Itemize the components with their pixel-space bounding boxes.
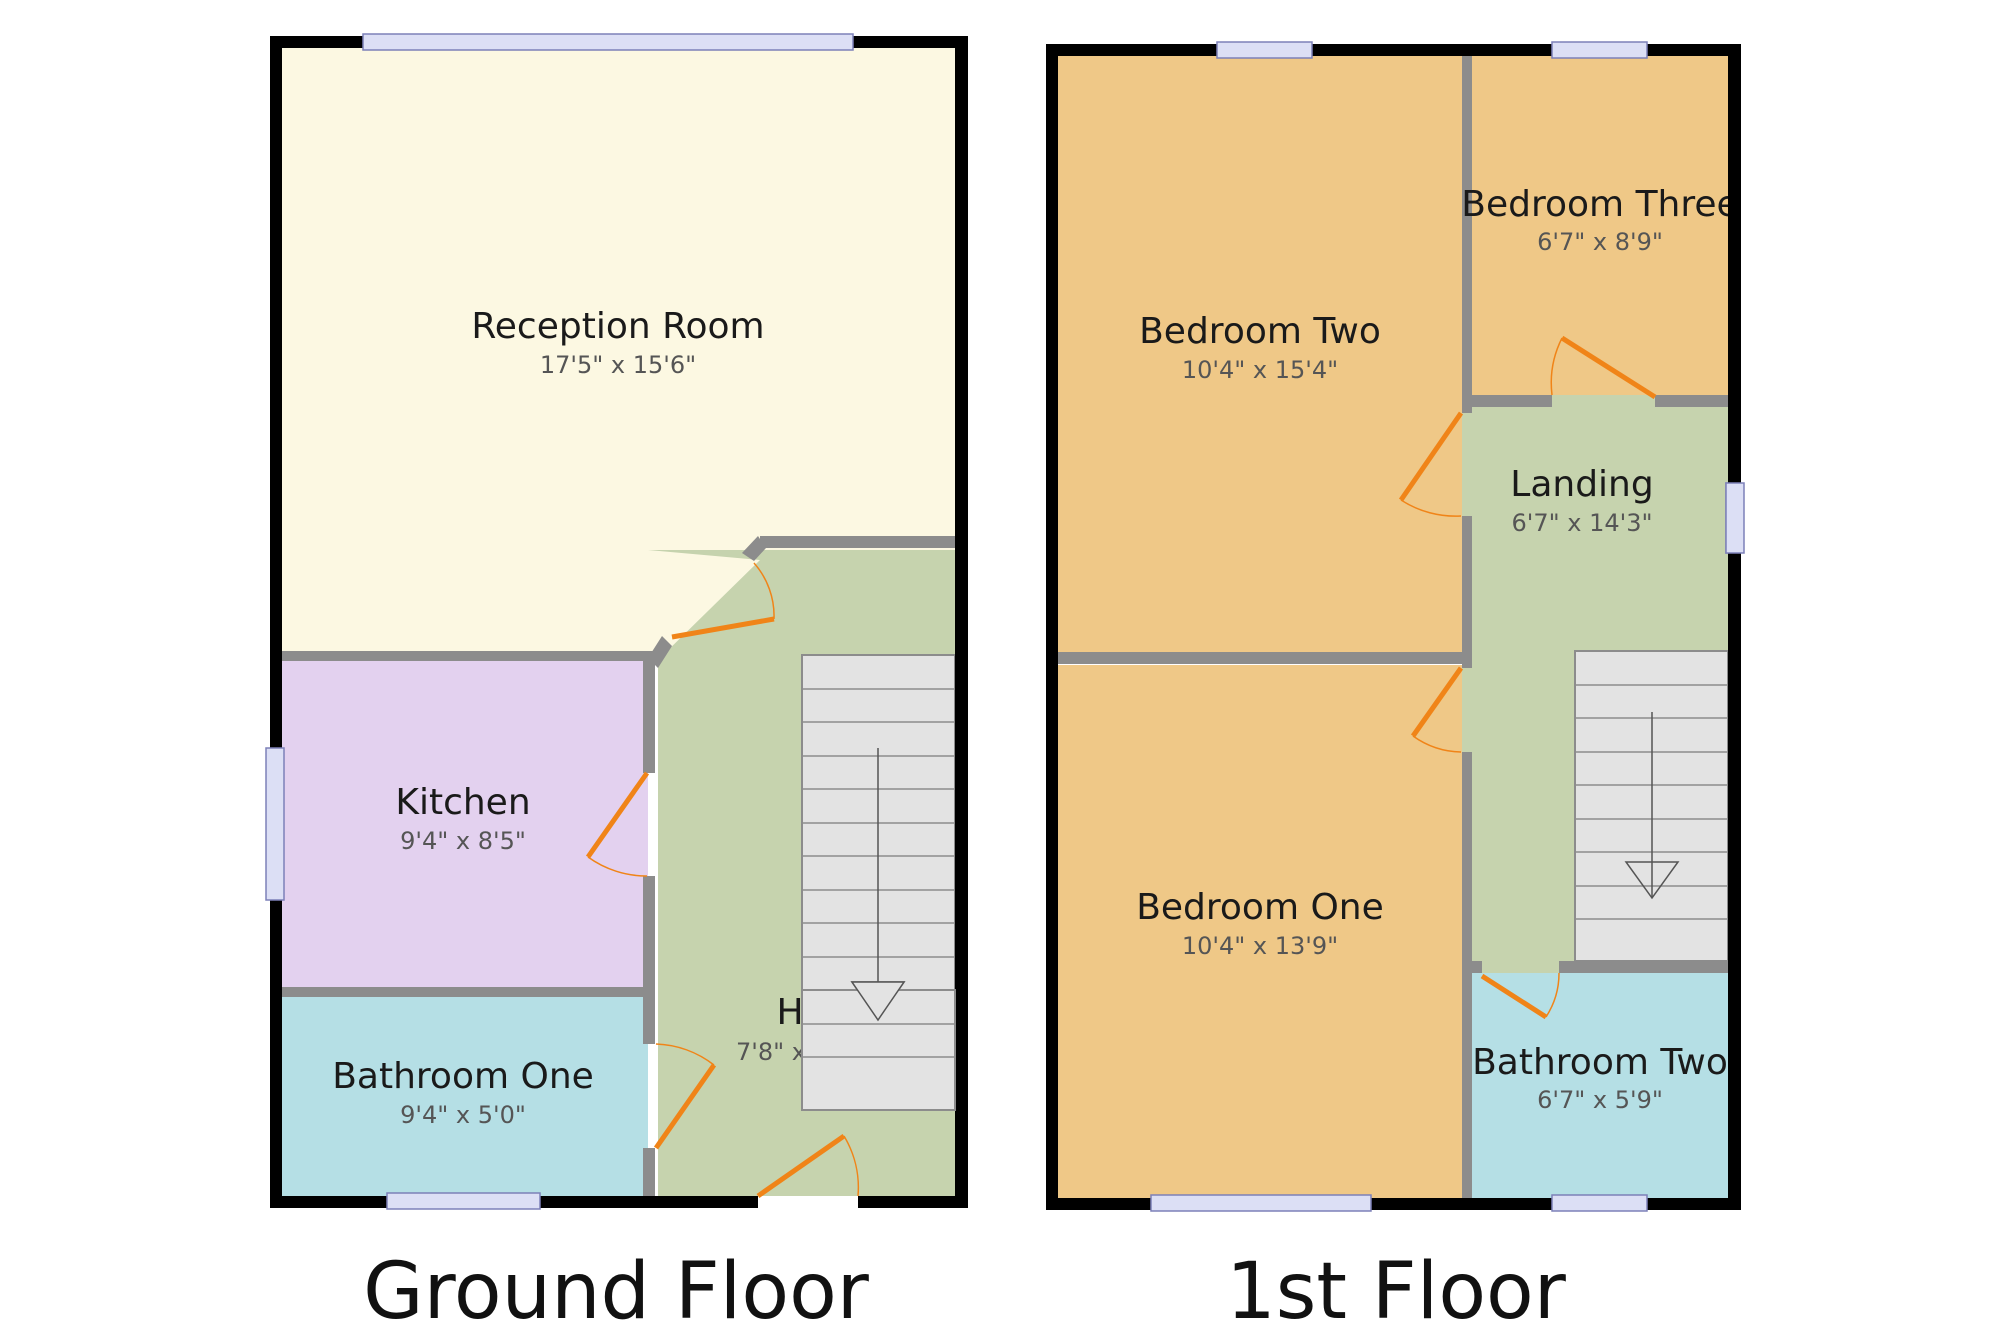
first-doors: [1398, 335, 1657, 1020]
ground-doors: [585, 562, 860, 1199]
bedroom-two-label: Bedroom Two: [1139, 311, 1381, 352]
ground-floor: Reception Room 17'5" x 15'6" Kitchen 9'4…: [265, 33, 968, 1333]
bathroom-two-label: Bathroom Two: [1472, 1042, 1728, 1083]
ground-windows: [265, 33, 854, 1210]
hall-label: H: [776, 992, 803, 1033]
reception-room-label: Reception Room: [471, 306, 764, 347]
bathroom-one-label: Bathroom One: [332, 1056, 594, 1097]
bathroom-two-dims: 6'7" x 5'9": [1537, 1086, 1663, 1114]
hall-reception-door: [671, 562, 775, 640]
bedroom-three-window: [1551, 41, 1648, 59]
kitchen-label: Kitchen: [395, 782, 530, 823]
bedroom-three-label: Bedroom Three: [1461, 184, 1738, 225]
kitchen-area: [280, 660, 648, 987]
bedroom-two-door: [1398, 411, 1464, 517]
bedroom-one-door: [1410, 666, 1464, 753]
bedroom-two-dims: 10'4" x 15'4": [1182, 356, 1338, 384]
bedroom-two-area: [1058, 56, 1462, 654]
bedroom-three-area: [1472, 56, 1728, 395]
first-floor-stairs: [1574, 650, 1729, 962]
reception-room-dims: 17'5" x 15'6": [540, 351, 696, 379]
bathroom-one-area: [280, 997, 648, 1196]
bathroom-two-area: [1472, 973, 1728, 1198]
kitchen-window: [265, 747, 285, 901]
landing-label: Landing: [1510, 464, 1653, 505]
first-floor-title: 1st Floor: [1226, 1247, 1567, 1333]
front-door: [756, 1133, 860, 1199]
hall-dims: 7'8" x: [736, 1038, 806, 1066]
bathroom-two-door: [1480, 972, 1560, 1020]
bathroom-one-door: [653, 1043, 717, 1150]
reception-window: [362, 33, 854, 51]
first-windows: [1150, 41, 1745, 1212]
bedroom-one-dims: 10'4" x 13'9": [1182, 932, 1338, 960]
kitchen-door: [585, 771, 650, 877]
bathroom-one-window: [386, 1192, 541, 1210]
bedroom-two-window: [1216, 41, 1313, 59]
bathroom-one-dims: 9'4" x 5'0": [400, 1101, 526, 1129]
bedroom-one-area: [1058, 665, 1462, 1198]
bedroom-one-window: [1150, 1194, 1372, 1212]
bathroom-two-window: [1551, 1194, 1648, 1212]
bedroom-one-label: Bedroom One: [1136, 887, 1384, 928]
kitchen-dims: 9'4" x 8'5": [400, 827, 526, 855]
first-interior-walls: [1058, 56, 1728, 1198]
first-floor: Bedroom Two 10'4" x 15'4" Bedroom Three …: [1046, 41, 2000, 1333]
landing-dims: 6'7" x 14'3": [1511, 509, 1652, 537]
bedroom-three-door: [1550, 335, 1657, 400]
ground-floor-title: Ground Floor: [363, 1247, 870, 1333]
bedroom-three-dims: 6'7" x 8'9": [1537, 228, 1663, 256]
ground-interior-walls: [280, 536, 955, 1196]
